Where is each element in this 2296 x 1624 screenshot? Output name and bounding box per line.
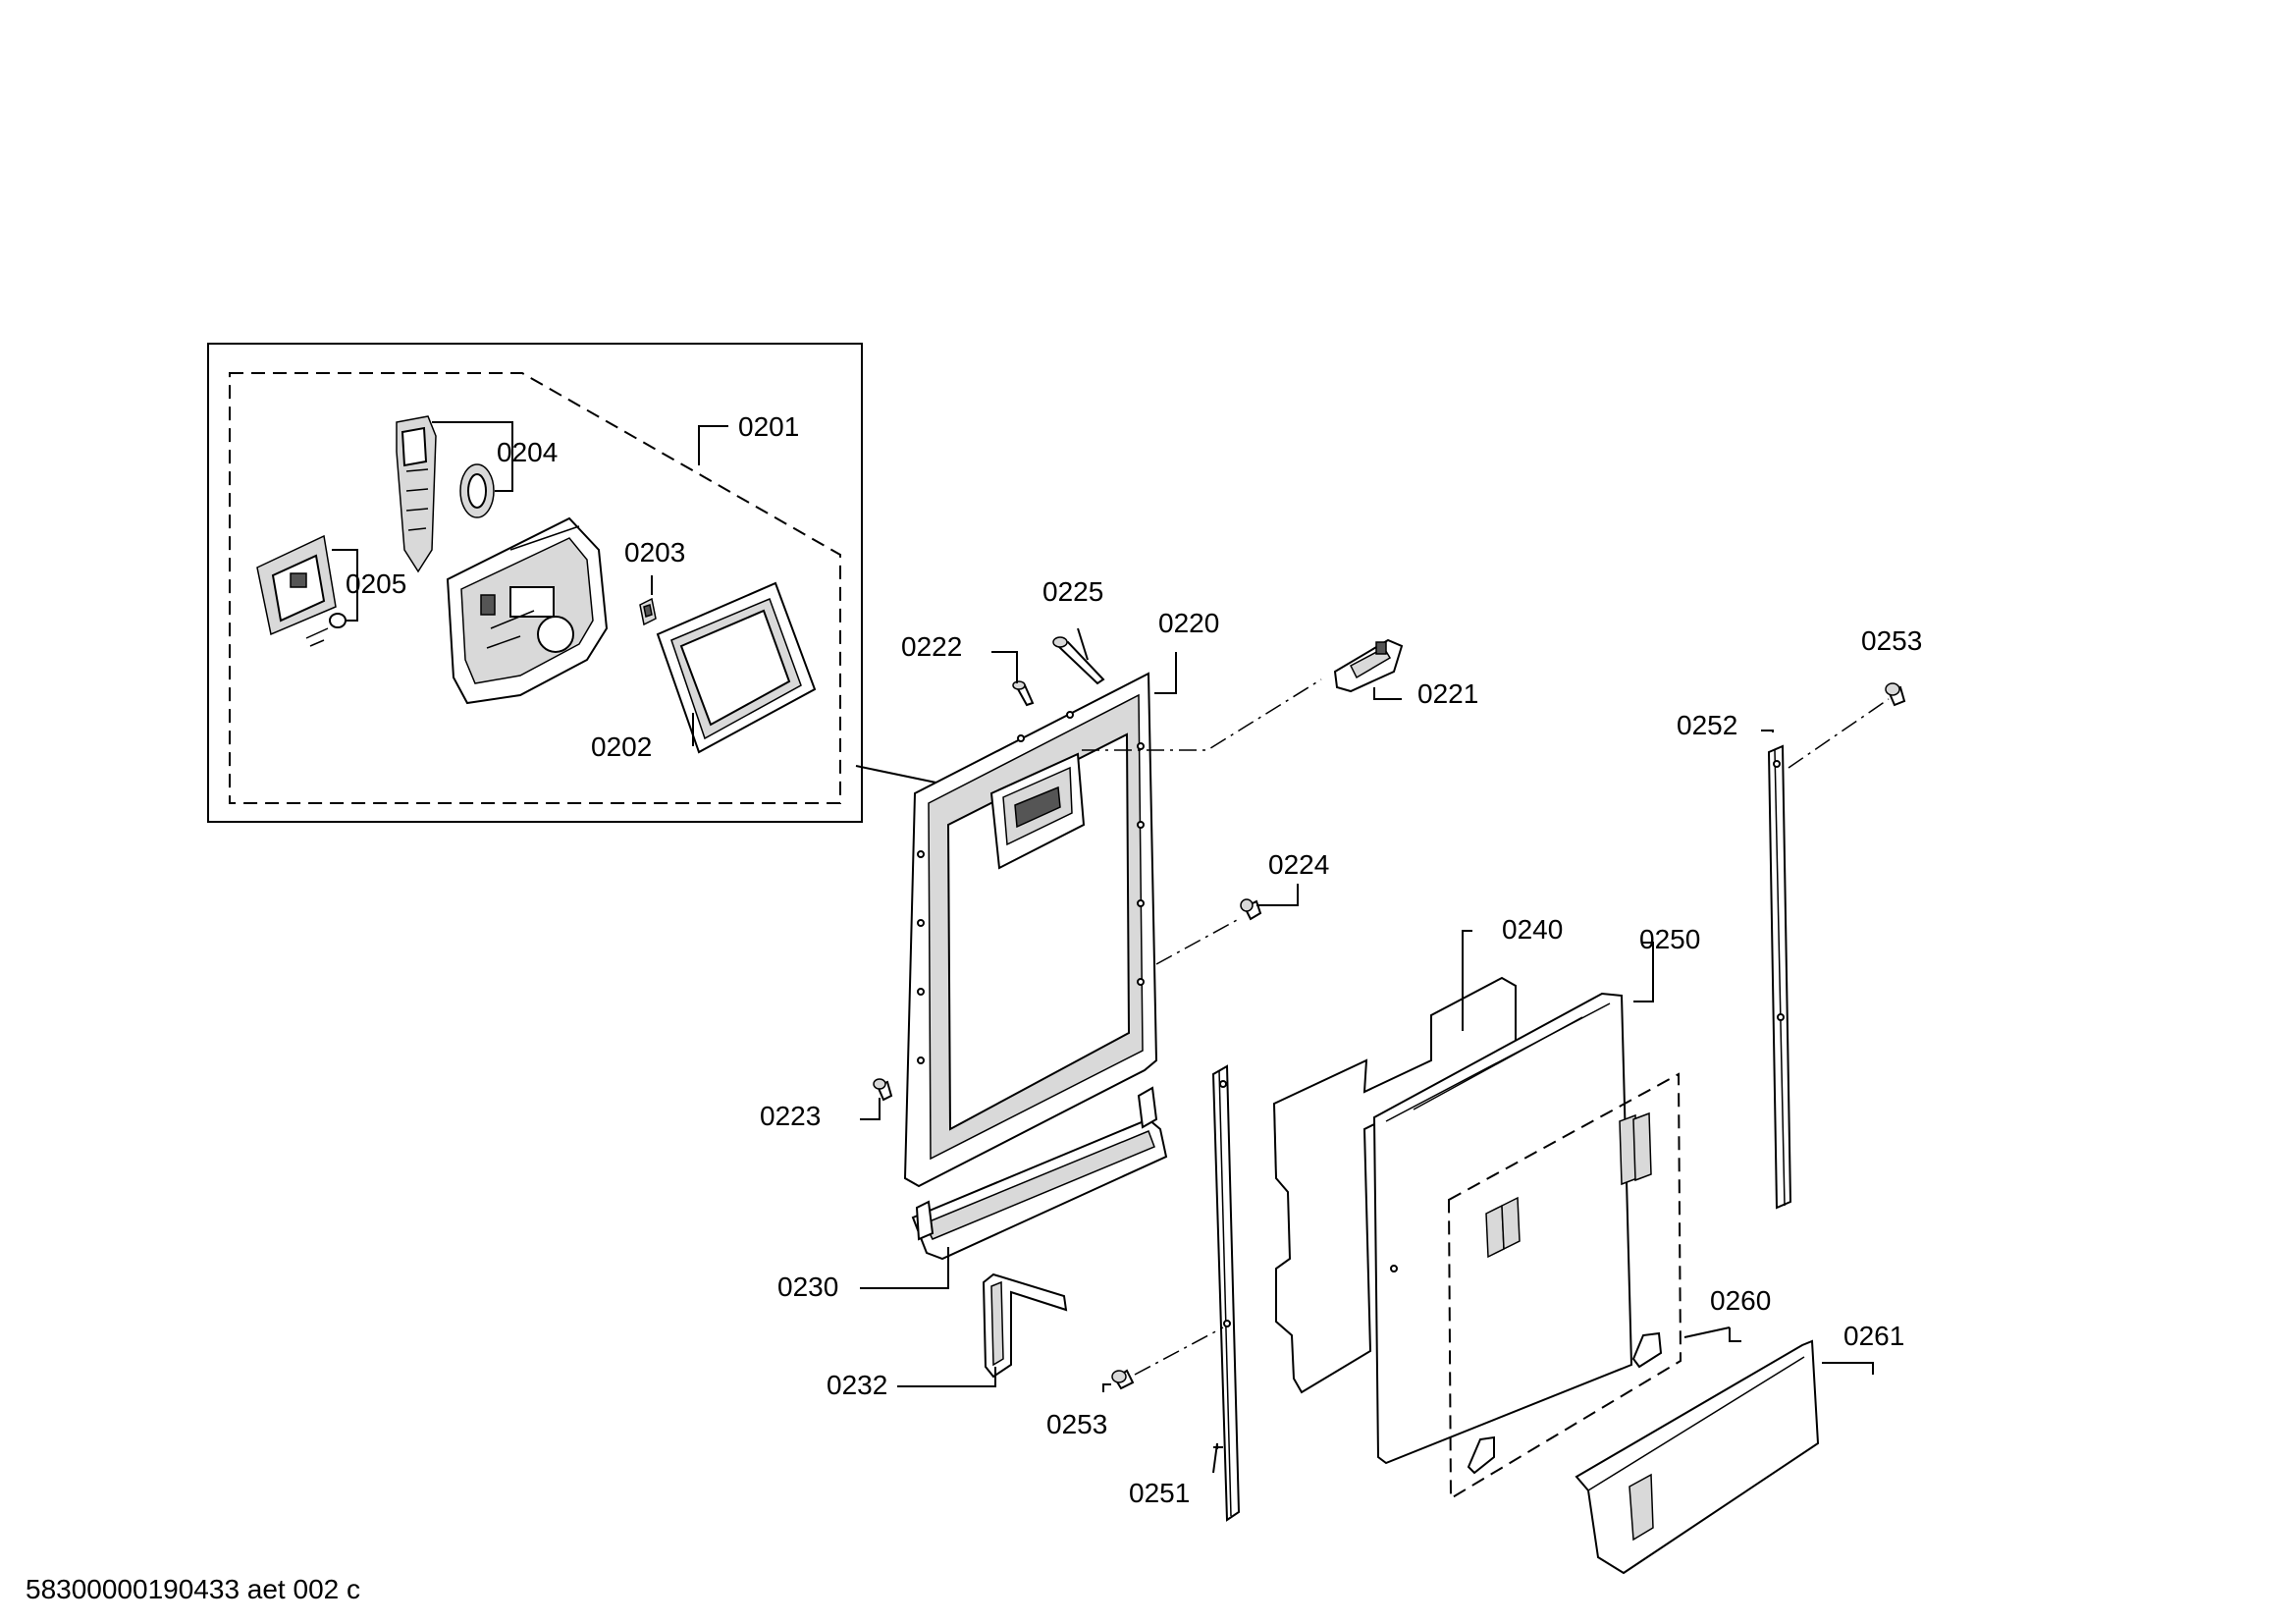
label-0253-top: 0253 — [1861, 625, 1922, 656]
label-0261: 0261 — [1843, 1321, 1904, 1351]
label-0222: 0222 — [901, 631, 962, 662]
part-0223-screw — [873, 1078, 893, 1102]
label-0221: 0221 — [1417, 678, 1478, 709]
label-0204: 0204 — [497, 437, 558, 467]
label-0230: 0230 — [777, 1272, 838, 1302]
detail-inset-frame — [207, 343, 863, 823]
part-0204-nozzle — [396, 415, 495, 573]
part-0225-screw — [1052, 636, 1105, 685]
label-0220: 0220 — [1158, 608, 1219, 638]
label-0205: 0205 — [346, 568, 406, 599]
part-0220-inner-door — [903, 672, 1158, 1188]
part-0252-right-trim — [1767, 744, 1792, 1210]
label-0253-bottom: 0253 — [1046, 1409, 1107, 1439]
part-labels: 0201 0204 0205 0203 0202 0225 0220 0222 … — [346, 411, 1922, 1508]
part-0202-gasket — [656, 581, 817, 754]
drawing-id: 58300000190433 aet 002 c — [26, 1574, 360, 1604]
part-0201-dispenser — [446, 516, 609, 705]
part-0230-hinge-bar — [911, 1086, 1168, 1261]
label-0251: 0251 — [1129, 1478, 1190, 1508]
detail-inset-dashed-outline — [229, 372, 841, 804]
part-0253-screw-bottom — [1111, 1369, 1135, 1390]
label-0223: 0223 — [760, 1101, 821, 1131]
part-0221-latch — [1333, 638, 1404, 693]
label-0232: 0232 — [827, 1370, 887, 1400]
part-0224-screw — [1240, 898, 1262, 921]
part-0232-bracket — [982, 1272, 1068, 1379]
part-0261-base-plate — [1575, 1339, 1820, 1575]
label-0252: 0252 — [1677, 710, 1737, 740]
part-0253-screw-top — [1885, 682, 1906, 707]
label-0201: 0201 — [738, 411, 799, 442]
label-0224: 0224 — [1268, 849, 1329, 880]
label-0202: 0202 — [591, 731, 652, 762]
part-0203-clip — [639, 597, 657, 626]
part-0260-decor-area — [1447, 1072, 1682, 1500]
part-0251-side-trim — [1211, 1064, 1241, 1522]
label-0203: 0203 — [624, 537, 685, 568]
callout-leaders — [332, 421, 1874, 1474]
label-0225: 0225 — [1042, 576, 1103, 607]
label-0250: 0250 — [1639, 924, 1700, 954]
assembly-lines — [1082, 678, 1890, 1376]
part-0222-screw — [1012, 680, 1035, 707]
label-0240: 0240 — [1502, 914, 1563, 945]
label-0260: 0260 — [1710, 1285, 1771, 1316]
part-0205-cover — [256, 534, 347, 647]
